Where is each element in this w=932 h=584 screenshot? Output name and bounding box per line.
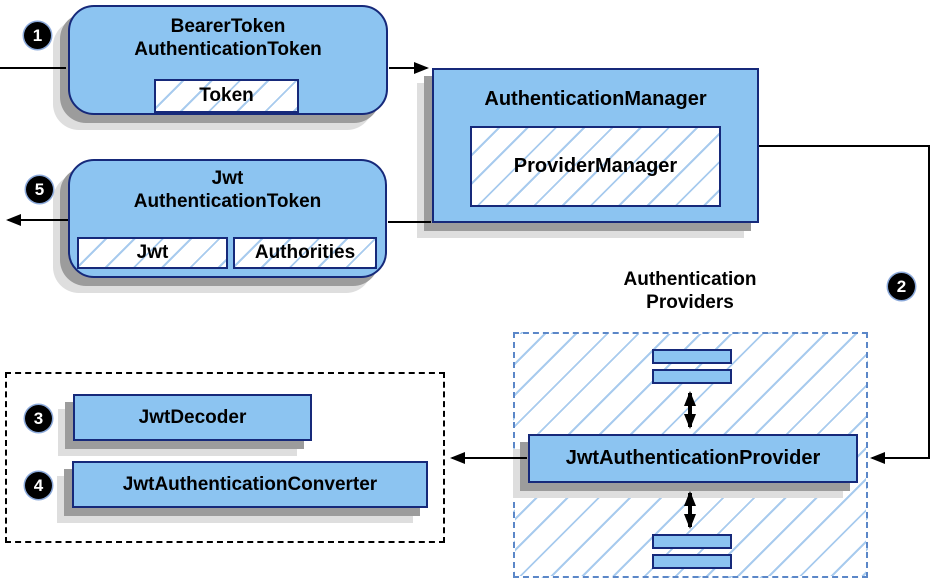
- jwt-authentication-converter-node: JwtAuthenticationConverter: [72, 461, 428, 508]
- authentication-manager-title: AuthenticationManager: [484, 88, 707, 110]
- jwt-token-title-line2: AuthenticationToken: [133, 191, 322, 212]
- provider-list-item-icon: [652, 534, 732, 549]
- step-badge-1: 1: [24, 22, 51, 49]
- bearer-token-title-line1: BearerToken: [170, 16, 286, 37]
- step-badge-5: 5: [26, 176, 53, 203]
- jwt-token-node-title: Jwt AuthenticationToken: [70, 167, 385, 213]
- jwt-decoder-node: JwtDecoder: [73, 394, 312, 441]
- step-badge-3-number: 3: [33, 409, 44, 428]
- provider-list-item-icon: [652, 349, 732, 364]
- jwt-authentication-token-node: Jwt AuthenticationToken Jwt Authorities: [68, 159, 387, 278]
- jwt-decoder-title: JwtDecoder: [138, 406, 247, 428]
- step-badge-3: 3: [25, 405, 52, 432]
- authentication-manager-node: AuthenticationManager ProviderManager: [432, 68, 759, 223]
- jwt-field-label: Jwt: [136, 242, 169, 263]
- provider-manager-field-label: ProviderManager: [513, 155, 678, 177]
- authentication-providers-label-line2: Providers: [646, 292, 734, 313]
- step-badge-1-number: 1: [32, 26, 43, 45]
- token-field: Token: [154, 79, 299, 113]
- provider-list-item-icon: [652, 554, 732, 569]
- authentication-providers-label: Authentication Providers: [555, 268, 825, 314]
- step-badge-4: 4: [25, 472, 52, 499]
- step-badge-4-number: 4: [33, 476, 44, 495]
- provider-list-item-icon: [652, 369, 732, 384]
- step-badge-2: 2: [888, 273, 915, 300]
- jwt-field: Jwt: [77, 237, 228, 269]
- step-badge-5-number: 5: [34, 180, 45, 199]
- jwt-authentication-provider-node: JwtAuthenticationProvider: [528, 434, 858, 483]
- token-field-label: Token: [199, 85, 254, 106]
- provider-manager-field: ProviderManager: [470, 126, 721, 207]
- bearer-token-authentication-token-node: BearerToken AuthenticationToken Token: [68, 5, 388, 115]
- authorities-field: Authorities: [233, 237, 377, 269]
- jwt-helpers-container: [5, 372, 445, 543]
- jwt-token-title-line1: Jwt: [211, 168, 244, 189]
- jwt-authentication-converter-title: JwtAuthenticationConverter: [122, 473, 378, 495]
- step-badge-2-number: 2: [896, 277, 907, 296]
- bearer-token-node-title: BearerToken AuthenticationToken: [70, 15, 386, 61]
- jwt-authentication-provider-title: JwtAuthenticationProvider: [565, 447, 821, 469]
- bearer-token-title-line2: AuthenticationToken: [134, 39, 322, 60]
- authorities-field-label: Authorities: [254, 242, 356, 263]
- authentication-providers-label-line1: Authentication: [623, 269, 757, 290]
